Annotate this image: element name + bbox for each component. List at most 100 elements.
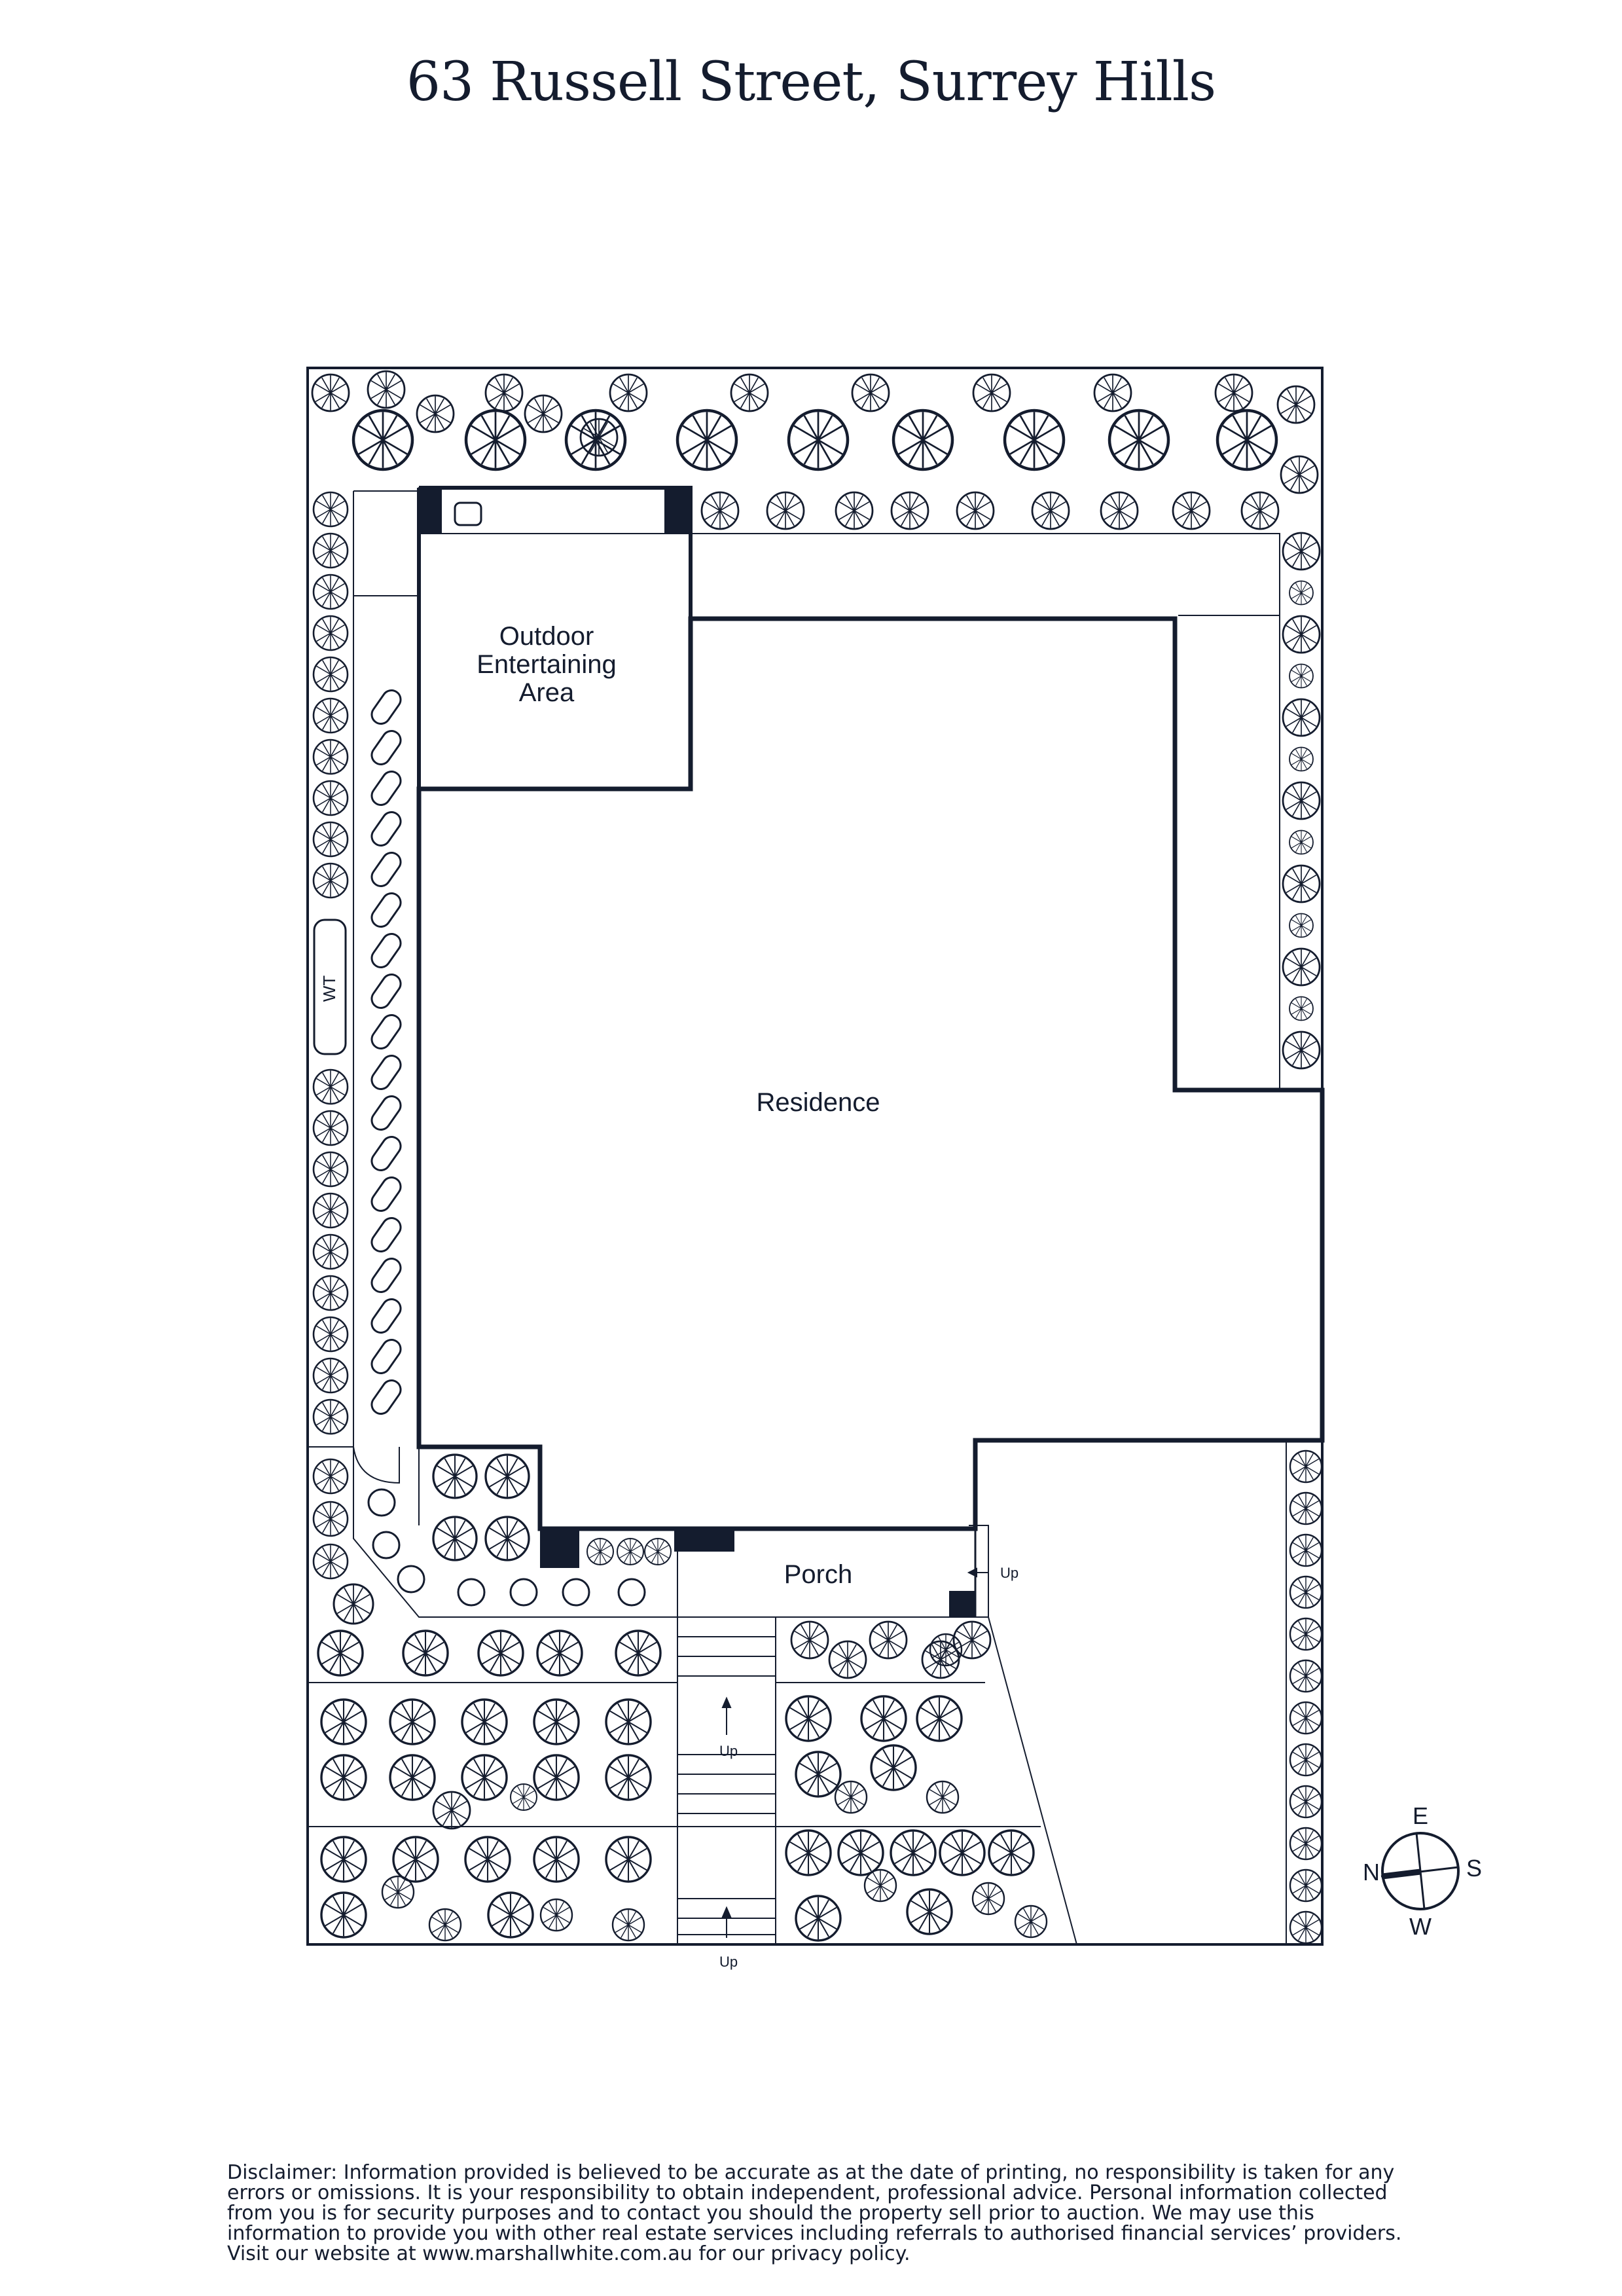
tree-icon	[870, 1744, 917, 1791]
tree-icon	[320, 1754, 367, 1801]
tree-icon	[1100, 491, 1139, 530]
tree-icon	[320, 1836, 367, 1883]
tree-icon	[785, 1829, 832, 1876]
tree-icon	[609, 373, 648, 412]
tree-icon	[1289, 829, 1314, 855]
tree-icon	[312, 1151, 349, 1188]
tree-icon	[1289, 1659, 1323, 1693]
tree-icon	[432, 1516, 478, 1561]
tree-icon	[392, 1836, 439, 1883]
tree-icon	[484, 1453, 530, 1499]
stepping-stone	[370, 1339, 402, 1374]
tree-icon	[317, 1630, 364, 1677]
tree-icon	[524, 394, 563, 433]
tree-icon	[605, 1698, 652, 1745]
tree-icon	[890, 491, 929, 530]
tree-icon	[1289, 1743, 1323, 1777]
tree-icon	[1282, 864, 1321, 903]
tree-icon	[611, 1908, 645, 1942]
tree-icon	[906, 1888, 953, 1935]
tree-icon	[1031, 491, 1070, 530]
stairs-up-label-1: Up	[719, 1743, 738, 1759]
tree-icon	[1014, 1904, 1048, 1939]
tree-icon	[835, 491, 874, 530]
compass-east: E	[1413, 1802, 1428, 1829]
tree-icon	[1240, 491, 1280, 530]
tree-icon	[432, 1453, 478, 1499]
tree-icon	[828, 1640, 867, 1679]
tree-icon	[312, 738, 349, 775]
tree-icon	[312, 1316, 349, 1353]
tree-icon	[605, 1754, 652, 1801]
tree-icon	[487, 1891, 534, 1939]
tree-icon	[484, 373, 524, 412]
tree-icon	[312, 491, 349, 528]
room-label-porch: Porch	[784, 1560, 853, 1589]
disclaimer-text: Disclaimer: Information provided is beli…	[227, 2161, 1402, 2265]
tree-icon	[890, 1829, 937, 1876]
tree-icon	[1289, 1785, 1323, 1819]
tree-icon	[939, 1829, 986, 1876]
tree-icon	[312, 532, 349, 569]
stepping-stone	[370, 1095, 402, 1131]
tree-icon	[1289, 996, 1314, 1021]
tree-icon	[1289, 913, 1314, 938]
tree-icon	[1214, 373, 1253, 412]
tree-icon	[312, 1110, 349, 1146]
tree-icon	[700, 491, 740, 530]
tree-icon	[1289, 1868, 1323, 1903]
tree-icon	[312, 615, 349, 651]
tree-icon	[353, 410, 412, 469]
water-tank	[313, 919, 347, 1055]
stepping-stone	[370, 1379, 402, 1415]
room-label-outdoor-2: Entertaining	[477, 650, 616, 679]
room-label-outdoor-1: Outdoor	[499, 622, 594, 651]
tree-icon	[484, 1516, 530, 1561]
stepping-stone	[370, 1055, 402, 1090]
tree-icon	[312, 1068, 349, 1105]
tree-icon	[972, 373, 1011, 412]
tree-icon	[1282, 698, 1321, 737]
room-label-residence: Residence	[756, 1088, 880, 1117]
tree-icon	[1280, 455, 1319, 494]
tree-icon	[402, 1630, 449, 1677]
stairs-up-label-2: Up	[719, 1954, 738, 1970]
tree-icon	[312, 1543, 349, 1580]
tree-icon	[644, 1538, 672, 1565]
tree-icon	[428, 1908, 462, 1942]
tree-icon	[971, 1882, 1005, 1916]
stepping-stone	[370, 1217, 402, 1252]
tree-icon	[533, 1836, 580, 1883]
tree-icon	[1282, 615, 1321, 654]
stepping-stone	[370, 1258, 402, 1293]
tree-icon	[617, 1538, 644, 1565]
tree-icon	[766, 491, 805, 530]
tree-icon	[389, 1698, 436, 1745]
tree-icon	[311, 373, 350, 412]
compass-west: W	[1409, 1913, 1432, 1940]
page-title: 63 Russell Street, Surrey Hills	[406, 51, 1216, 113]
tree-icon	[790, 1620, 829, 1660]
stepping-stones	[370, 689, 402, 1415]
compass-south: S	[1466, 1855, 1482, 1882]
stepping-stone	[370, 1176, 402, 1212]
porch	[540, 1529, 977, 1617]
tree-icon	[1289, 1449, 1323, 1484]
round-pavers	[367, 1488, 646, 1607]
tree-icon	[312, 1233, 349, 1270]
tree-icon	[416, 394, 455, 433]
tree-icon	[533, 1754, 580, 1801]
tree-icon	[795, 1751, 842, 1798]
tree-icon	[893, 410, 952, 469]
compass: E N S W	[1363, 1802, 1482, 1940]
tree-icon	[381, 1875, 415, 1909]
tree-icon	[312, 697, 349, 734]
tree-icon	[1005, 410, 1064, 469]
stepping-stone	[370, 933, 402, 968]
tree-icon	[389, 1754, 436, 1801]
residence-outline	[416, 616, 1325, 1531]
tree-icon	[789, 410, 848, 469]
tree-icon	[477, 1630, 524, 1677]
tree-icon	[863, 1868, 897, 1903]
